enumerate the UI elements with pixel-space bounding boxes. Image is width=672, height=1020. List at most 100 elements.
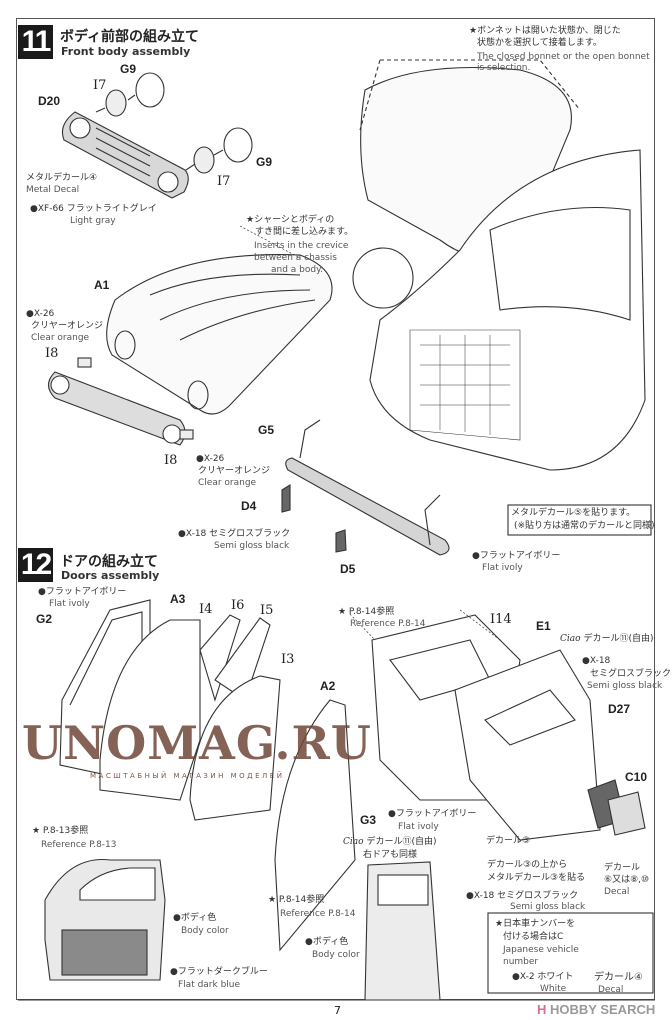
decal-6-8-10-en: Decal	[604, 887, 630, 897]
flat-ivory-top-en: Flat ivoly	[49, 599, 90, 609]
decal3: デカール③	[486, 836, 531, 846]
body-color-rear-en: Body color	[312, 950, 360, 960]
step-11-title-jp: ボディ前部の組み立て	[60, 29, 200, 45]
x2-white-en: White	[540, 984, 567, 994]
part-i6: I6	[231, 598, 245, 613]
x18-right-jp: セミグロスブラック	[590, 669, 672, 679]
bonnet-note-en1: The closed bonnet or the open bonnet	[477, 52, 650, 62]
part-g5: G5	[258, 423, 275, 437]
hood-a1-drawing	[106, 254, 333, 415]
decal4-en: Decal	[598, 985, 624, 995]
step-12-badge: 12	[18, 548, 53, 582]
grille-lower-drawing	[47, 371, 186, 446]
flat-ivory-g3-jp: ●フラットアイボリー	[388, 809, 477, 819]
car-body-drawing	[359, 59, 646, 471]
i8-lamp-b	[179, 429, 194, 440]
i8-lamp-a	[77, 357, 92, 368]
jp-number-en2: number	[503, 957, 539, 967]
flat-ivory-top-jp: ●フラットアイボリー	[38, 587, 127, 597]
body-color-door-en: Body color	[181, 926, 229, 936]
ciao-decal-top-jp: デカール⑪(自由)	[583, 634, 654, 644]
crevice-note-en3: and a body.	[271, 265, 324, 275]
part-i7-b: I7	[217, 174, 231, 189]
flat-ivory-en: Flat ivoly	[482, 563, 523, 573]
crevice-note-en2: between a chassis	[254, 253, 337, 263]
part-g9-b: G9	[256, 155, 273, 169]
xf66-jp: ●XF-66 フラットライトグレイ	[30, 204, 157, 214]
ref14-b-jp: ★ P.8-14参照	[268, 895, 325, 905]
x18-right-en: Semi gloss black	[587, 681, 663, 691]
body-color-door-jp: ●ボディ色	[173, 913, 217, 923]
decal4-jp: デカール④	[594, 972, 643, 983]
flat-dark-blue-jp: ●フラットダークブルー	[170, 967, 268, 977]
part-g3: G3	[360, 813, 377, 827]
decal3-note-jp2: メタルデカール③を貼る	[487, 873, 586, 883]
xf66-en: Light gray	[70, 216, 116, 226]
part-d20: D20	[38, 94, 61, 108]
ref14-a-jp: ★ P.8-14参照	[338, 607, 395, 617]
metal-decal4-jp: メタルデカール④	[26, 173, 98, 183]
ref13-jp: ★ P.8-13参照	[32, 826, 89, 836]
part-d4: D4	[241, 499, 257, 513]
x26-b-jp: クリヤーオレンジ	[198, 466, 271, 476]
flat-ivory-g3-en: Flat ivoly	[398, 822, 439, 832]
watermark-subtitle: МАСШТАБНЫЙ МАГАЗИН МОДЕЛЕЙ	[90, 772, 285, 780]
body-color-rear-jp: ●ボディ色	[305, 937, 349, 947]
x26-b-en: Clear orange	[198, 478, 257, 488]
part-a1: A1	[94, 278, 110, 292]
x2-white-jp: ●X-2 ホワイト	[512, 972, 574, 982]
jp-number-en1: Japanese vehicle	[503, 945, 579, 955]
rear-door-drawing	[364, 861, 441, 1001]
crevice-note-en1: Inserts in the crevice	[254, 241, 349, 251]
part-i8-b: I8	[164, 453, 178, 468]
bonnet-note-jp2: 状態かを選択して接着します。	[477, 38, 602, 48]
bonnet-note-en2: is selection.	[477, 63, 531, 73]
x26-a-jp: クリヤーオレンジ	[31, 321, 104, 331]
headlight-parts-drawing	[95, 72, 253, 174]
step-12-title-en: Doors assembly	[61, 569, 160, 582]
doors-drawing	[59, 599, 646, 952]
door-detail-drawing	[44, 858, 166, 981]
metal-decal5-note-box	[507, 504, 652, 536]
jp-number-jp2: 付ける場合はC	[503, 932, 564, 942]
step-12-title-jp: ドアの組み立て	[60, 554, 158, 570]
x26-a-code: ●X-26	[26, 309, 55, 319]
ciao-decal-door: Ciao デカール⑪(自由)	[343, 837, 436, 848]
step-11-title-en: Front body assembly	[61, 45, 191, 58]
jp-number-jp1: ★日本車ナンバーを	[495, 919, 576, 929]
flat-dark-blue-en: Flat dark blue	[178, 980, 241, 990]
x18-bottom-jp: ●X-18 セミグロスブラック	[466, 891, 579, 901]
detail-circle	[352, 247, 414, 309]
part-i4: I4	[199, 602, 213, 617]
part-g9-a: G9	[120, 62, 137, 76]
step-11-badge: 11	[18, 25, 53, 59]
part-i14: I14	[490, 612, 512, 627]
grille-d20-drawing	[61, 111, 189, 199]
flat-ivory-jp: ●フラットアイボリー	[472, 551, 561, 561]
watermark-logo: UNOMAG.RU	[22, 716, 372, 770]
page-number: 7	[334, 1004, 341, 1017]
ref14-a-en: Reference P.8-14	[350, 619, 426, 629]
part-d5: D5	[340, 562, 356, 576]
hobby-search-mark: H	[537, 1002, 547, 1017]
metal-decal5-note-jp1: メタルデカール⑤を貼ります。	[511, 508, 636, 518]
ciao-decal-door-jp2: 右ドアも同様	[363, 850, 418, 860]
ref13-en: Reference P.8-13	[41, 840, 117, 850]
x18-right-code: ●X-18	[582, 656, 611, 666]
part-i8-a: I8	[45, 346, 59, 361]
part-e1: E1	[536, 619, 551, 633]
decal3-note-jp1: デカール③の上から	[487, 860, 568, 870]
part-d27: D27	[608, 702, 631, 716]
x18-en: Semi gloss black	[214, 541, 290, 551]
bumper-g5-drawing	[281, 419, 450, 556]
x26-b-code: ●X-26	[196, 454, 225, 464]
ciao-logo: Ciao	[560, 634, 581, 644]
crevice-note-jp2: すき間に差し込みます。	[255, 227, 354, 237]
ciao-decal-top: Ciao デカール⑪(自由)	[560, 634, 653, 645]
ref14-b-en: Reference P.8-14	[280, 909, 356, 919]
part-i3: I3	[281, 652, 295, 667]
metal-decal5-note-jp2: (※貼り方は通常のデカールと同様)	[514, 521, 655, 531]
decal-6-8-10-jp1: デカール	[604, 863, 641, 873]
part-i5: I5	[260, 603, 274, 618]
